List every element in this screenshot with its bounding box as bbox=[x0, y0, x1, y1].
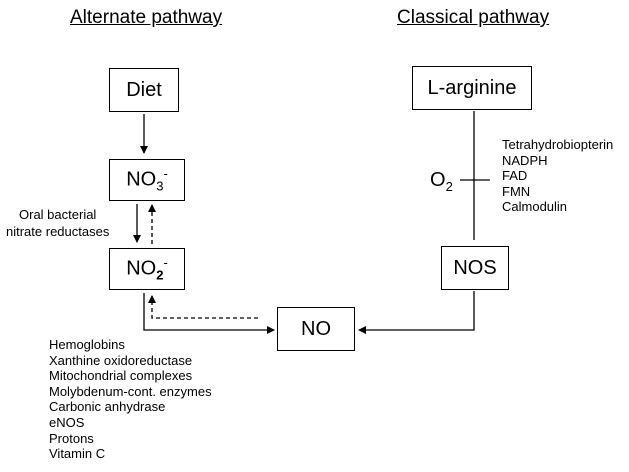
arrow-no-to-nitrite-dashed bbox=[148, 295, 258, 319]
no-node: NO bbox=[277, 307, 355, 351]
oral-bacterial-label: Oral bacterial nitrate reductases bbox=[6, 207, 110, 239]
classical-pathway-heading: Classical pathway bbox=[397, 7, 550, 28]
reductant-item: Molybdenum-cont. enzymes bbox=[49, 383, 212, 399]
arrow-nitrite-to-no bbox=[143, 293, 275, 334]
nos-node: NOS bbox=[441, 246, 509, 290]
reductant-item: Protons bbox=[49, 430, 94, 446]
cofactor-item: NADPH bbox=[502, 152, 548, 168]
nitrate-node: NO3- bbox=[109, 159, 185, 201]
cofactor-item: FAD bbox=[502, 168, 528, 184]
nitrite-label: NO2- bbox=[126, 255, 168, 283]
cofactor-item: Calmodulin bbox=[502, 199, 568, 215]
diet-node: Diet bbox=[109, 68, 179, 112]
diet-label: Diet bbox=[126, 78, 162, 101]
cofactor-item: FMN bbox=[502, 183, 531, 199]
reductant-item: Mitochondrial complexes bbox=[49, 368, 193, 384]
reductant-list: Hemoglobins Xanthine oxidoreductase Mito… bbox=[49, 337, 212, 462]
nos-label: NOS bbox=[453, 256, 497, 279]
reductant-item: Hemoglobins bbox=[49, 337, 125, 352]
reductant-item: Vitamin C bbox=[49, 446, 106, 462]
nitrate-label: NO3- bbox=[126, 166, 168, 194]
no-label: NO bbox=[301, 317, 331, 340]
alternate-pathway-heading: Alternate pathway bbox=[70, 7, 223, 28]
cofactor-list: Tetrahydrobiopterin NADPH FAD FMN Calmod… bbox=[502, 137, 613, 215]
oxygen-label: O2 bbox=[430, 169, 453, 194]
nitrite-node: NO2- bbox=[109, 248, 185, 290]
reductant-item: Xanthine oxidoreductase bbox=[49, 352, 193, 368]
arrow-nos-to-no bbox=[358, 291, 475, 334]
reductant-item: eNOS bbox=[49, 414, 85, 430]
cofactor-item: Tetrahydrobiopterin bbox=[502, 137, 614, 152]
l-arginine-node: L-arginine bbox=[412, 66, 532, 110]
l-arginine-label: L-arginine bbox=[427, 76, 517, 99]
reductant-item: Carbonic anhydrase bbox=[49, 399, 166, 415]
